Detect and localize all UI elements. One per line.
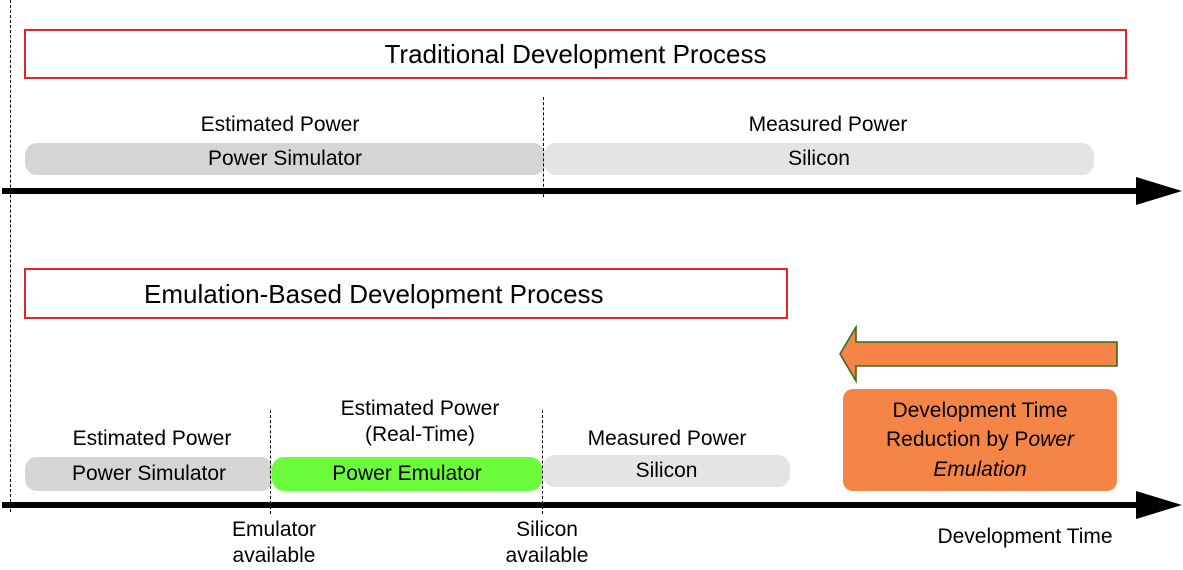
- reduction-line2-italic: ower: [1028, 428, 1074, 452]
- emulator-available-line2: available: [232, 544, 316, 568]
- development-time-axis-label: Development Time: [937, 525, 1113, 548]
- traditional-estimated-label: Estimated Power: [200, 113, 360, 136]
- traditional-axis-arrowhead-icon: [1136, 177, 1182, 205]
- emulator-available-divider: [270, 410, 271, 514]
- traditional-simulator-bar: Power Simulator: [25, 143, 545, 175]
- emulation-simulator-label: Power Simulator: [71, 462, 227, 485]
- reduction-line3-italic: Emulation: [933, 457, 1027, 481]
- traditional-title: Traditional Development Process: [384, 39, 767, 69]
- emulation-emulator-bar: Power Emulator: [272, 457, 542, 491]
- reduction-line2-prefix: Reduction by P: [886, 428, 1029, 452]
- traditional-silicon-bar: Silicon: [544, 143, 1094, 175]
- emulation-estimated-label: Estimated Power: [72, 427, 232, 450]
- emulation-measured-label: Measured Power: [587, 427, 747, 450]
- emulation-time-axis: [2, 502, 1142, 508]
- silicon-available-divider: [542, 410, 543, 514]
- emulation-title-box: Emulation-Based Development Process: [24, 268, 788, 319]
- traditional-time-axis: [2, 188, 1142, 194]
- traditional-simulator-label: Power Simulator: [207, 147, 363, 170]
- emulation-estimated-rt-line2: (Real-Time): [364, 423, 476, 447]
- development-time-reduction-box: Development Time Reduction by Power Emul…: [843, 389, 1117, 491]
- emulation-estimated-rt-line1: Estimated Power: [340, 397, 500, 420]
- emulator-available-line1: Emulator: [231, 518, 317, 541]
- left-arrow-icon: [839, 325, 1118, 384]
- emulation-silicon-label: Silicon: [635, 459, 698, 482]
- emulation-axis-arrowhead-icon: [1136, 491, 1182, 519]
- reduction-line1: Development Time: [892, 398, 1068, 422]
- emulator-available-label: Emulator available: [174, 517, 374, 570]
- emulation-emulator-label: Power Emulator: [332, 462, 482, 485]
- traditional-silicon-divider: [543, 97, 544, 197]
- traditional-title-box: Traditional Development Process: [24, 29, 1127, 79]
- emulation-silicon-bar: Silicon: [543, 455, 790, 487]
- emulation-estimated-rt-label: Estimated Power (Real-Time): [270, 396, 570, 449]
- traditional-measured-label: Measured Power: [748, 113, 908, 136]
- silicon-available-label: Silicon available: [447, 517, 647, 570]
- silicon-available-line1: Silicon: [516, 518, 578, 541]
- origin-dashed-line: [10, 0, 11, 512]
- emulation-simulator-bar: Power Simulator: [25, 457, 273, 491]
- traditional-silicon-label: Silicon: [788, 147, 850, 170]
- emulation-title: Emulation-Based Development Process: [144, 278, 604, 309]
- silicon-available-line2: available: [505, 544, 589, 568]
